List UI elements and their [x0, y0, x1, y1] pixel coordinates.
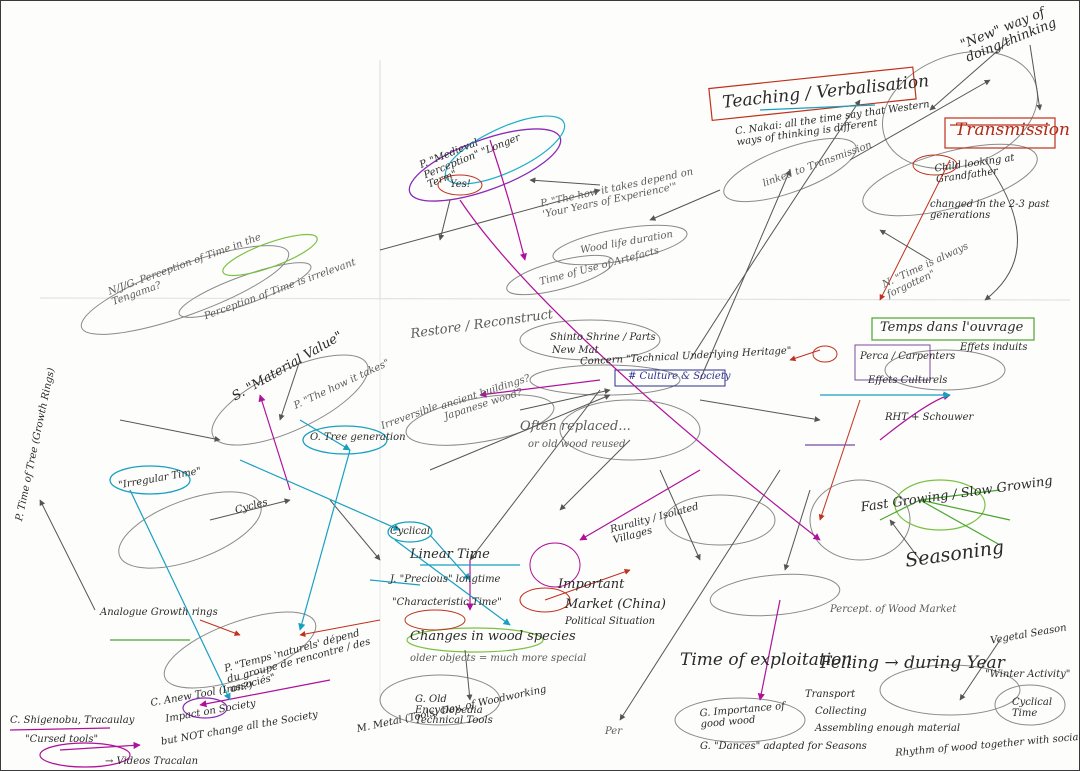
note-precious: J. "Precious" longtime — [390, 574, 501, 585]
note-transmission: Transmission — [955, 120, 1070, 140]
note-important: Important — [558, 577, 625, 592]
note-older-objects: older objects = much more special — [410, 653, 587, 664]
note-market-china: Market (China) — [565, 597, 666, 612]
note-wood-market: Percept. of Wood Market — [830, 604, 957, 615]
note-winter-activity: "Winter Activity" — [985, 669, 1071, 680]
note-cursed-tools: "Cursed tools" — [25, 734, 99, 745]
note-dances-seasons: G. "Dances" adapted for Seasons — [700, 741, 867, 752]
note-yes: Yes! — [450, 179, 471, 190]
note-old-wood-reused: or old wood reused — [528, 439, 626, 450]
note-effets-induits: Effets induits — [960, 342, 1028, 353]
note-characteristic-time: "Characteristic Time" — [392, 597, 502, 608]
note-often-replaced: Often replaced... — [520, 419, 631, 434]
note-transport: Transport — [805, 689, 856, 700]
note-changes-wood-species: Changes in wood species — [410, 629, 576, 644]
note-cyclical-time: Cyclical Time — [1012, 697, 1053, 719]
note-temps-dans: Temps dans l'ouvrage — [880, 320, 1024, 335]
note-political-situation: Political Situation — [565, 616, 656, 627]
note-per: Per — [605, 726, 622, 737]
note-videos: → Videos Tracalan — [105, 756, 199, 767]
note-shinto-shrine: Shinto Shrine / Parts — [550, 332, 656, 343]
note-new-mat: New Mat — [552, 345, 599, 356]
note-assembling: Assembling enough material — [815, 723, 961, 734]
note-cyclical: Cyclical — [390, 526, 431, 537]
note-felling: Felling → during Year — [820, 653, 1005, 673]
note-collecting: Collecting — [815, 706, 867, 717]
note-perception-carpenters: Perca / Carpenters — [860, 351, 956, 362]
note-c-shigenobu: C. Shigenobu, Tracaulay — [10, 715, 135, 726]
note-tree-generation: O. Tree generation — [310, 432, 406, 443]
note-linear-time: Linear Time — [410, 547, 490, 562]
note-effets-culturels: Effets Culturels — [868, 375, 948, 386]
note-time-exploitation: Time of exploitation — [680, 650, 853, 670]
note-analogue-growth: Analogue Growth rings — [100, 607, 218, 618]
note-rht-schouwer: RHT + Schouwer — [885, 412, 974, 423]
note-culture-society: # Culture & Society — [628, 371, 731, 382]
note-old-encyclopedia: G. Old Encyclopedia Technical Tools — [415, 694, 493, 726]
note-changed-generations: changed in the 2-3 past generations — [930, 199, 1050, 221]
